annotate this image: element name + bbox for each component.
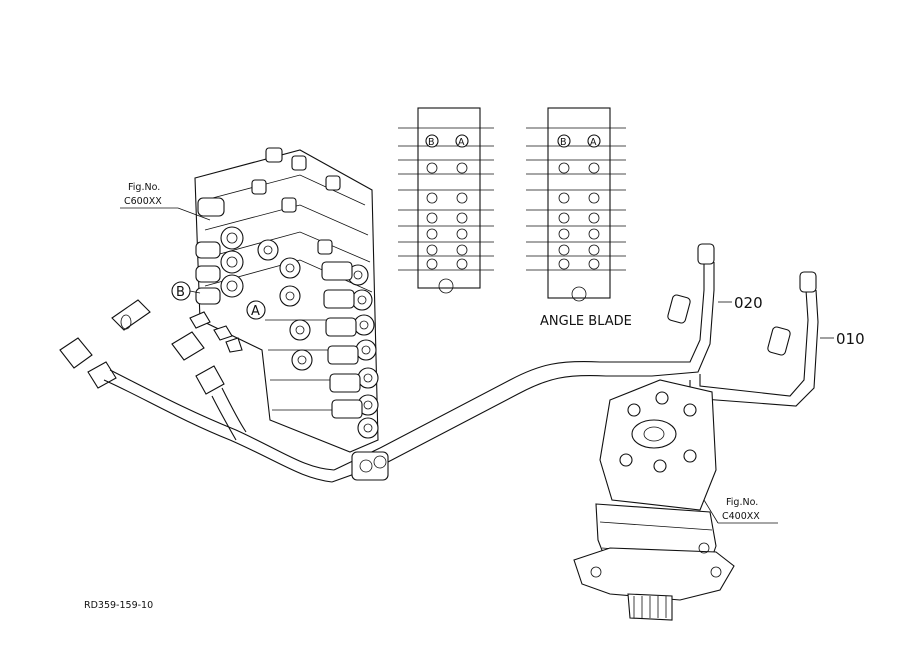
loose-fittings [59, 299, 243, 395]
valve-detail-view-left: B A [398, 107, 494, 294]
hose-part-020: 020 [651, 243, 763, 377]
hose-assembly-left [103, 361, 660, 483]
swivel-joint-motor [573, 379, 735, 621]
caption-angle-blade: ANGLE BLADE [540, 314, 632, 329]
detail-right-a-label: A [590, 137, 597, 148]
fig-ref-left-line2: C600XX [124, 196, 162, 207]
fig-ref-c600xx: Fig.No. C600XX [120, 182, 211, 221]
detail-left-b-label: B [428, 137, 435, 148]
callout-b: B [171, 281, 201, 301]
detail-right-b-label: B [560, 137, 567, 148]
callout-a: A [246, 300, 266, 320]
callout-a-label: A [251, 304, 260, 319]
hose-part-010: 010 [689, 271, 865, 407]
part-number-020: 020 [734, 294, 763, 312]
part-number-010: 010 [836, 330, 865, 348]
callout-b-label: B [176, 285, 185, 300]
drawing-id: RD359-159-10 [84, 600, 153, 611]
detail-left-a-label: A [458, 137, 465, 148]
valve-detail-view-right: B A ANGLE BLADE [526, 107, 632, 329]
fig-ref-left-line1: Fig.No. [128, 182, 160, 193]
fig-ref-right-line1: Fig.No. [726, 497, 758, 508]
control-valve [194, 147, 379, 453]
fig-ref-c400xx: Fig.No. C400XX [703, 497, 778, 524]
fig-ref-right-line2: C400XX [722, 511, 760, 522]
